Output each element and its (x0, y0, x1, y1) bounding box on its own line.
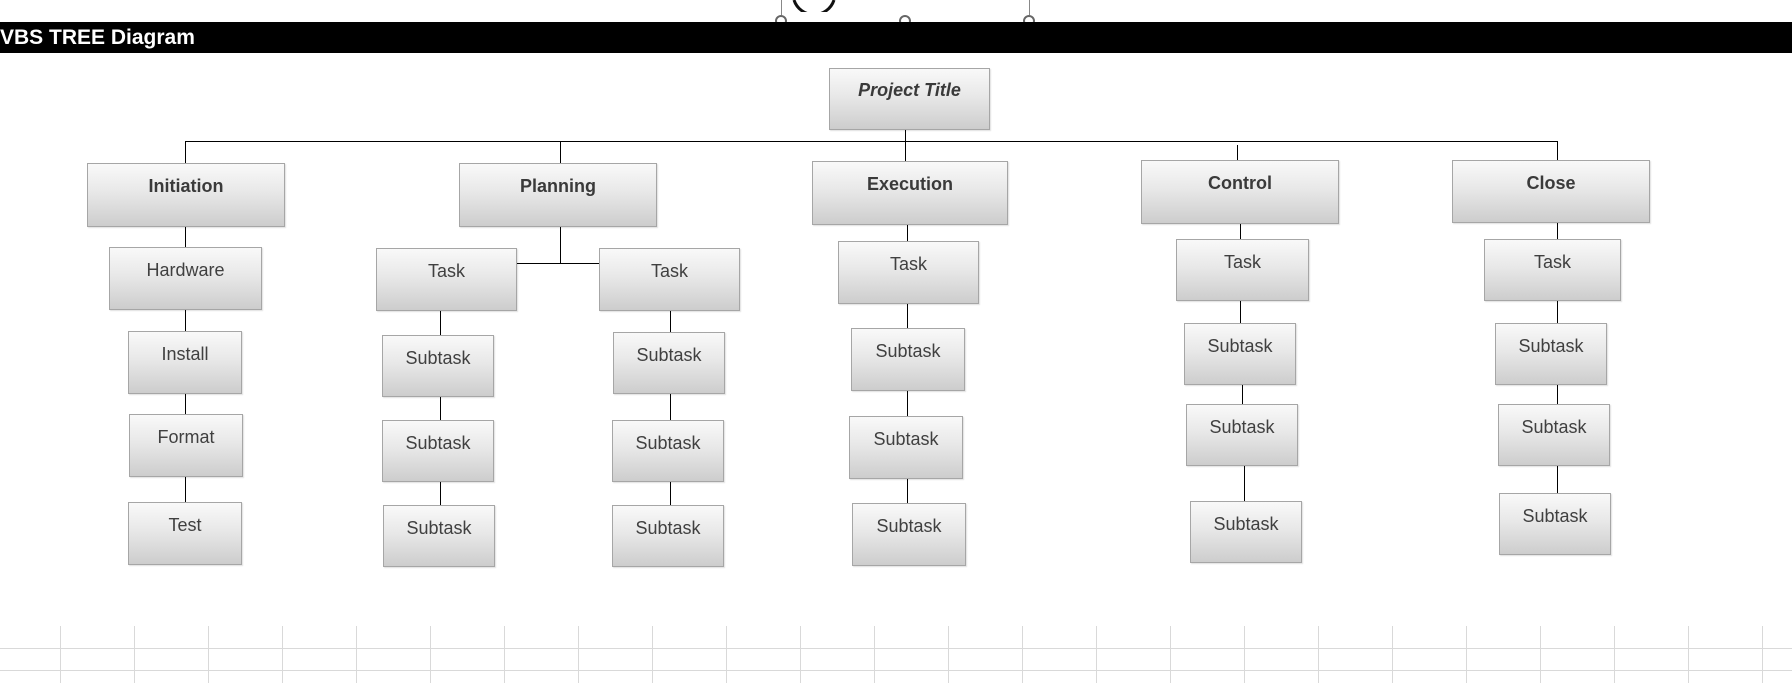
node-label: Hardware (146, 260, 225, 280)
node-label: Subtask (1207, 336, 1273, 356)
connector (670, 311, 671, 332)
node-task[interactable]: Task (376, 248, 517, 311)
connector (440, 482, 441, 505)
node-subtask[interactable]: Subtask (382, 420, 494, 482)
node-label: Task (427, 261, 465, 281)
connector-planning (560, 141, 561, 163)
connector (1557, 466, 1558, 493)
selection-frame-right-edge (1029, 0, 1030, 15)
diagram-title: VBS TREE Diagram (0, 26, 195, 49)
node-label: Subtask (876, 516, 942, 536)
connector (1240, 224, 1241, 239)
node-label: Subtask (635, 518, 701, 538)
connector (1244, 466, 1245, 501)
node-label: Subtask (405, 433, 471, 453)
node-subtask[interactable]: Subtask (612, 420, 724, 482)
phase-label: Execution (866, 174, 954, 194)
spreadsheet-gridlines (0, 626, 1792, 683)
phase-label: Planning (520, 176, 596, 196)
node-subtask[interactable]: Subtask (1190, 501, 1302, 563)
connector (440, 397, 441, 420)
connector (1557, 223, 1558, 239)
connector (185, 227, 186, 247)
node-hardware[interactable]: Hardware (109, 247, 262, 310)
connector (560, 227, 561, 263)
node-label: Subtask (635, 433, 701, 453)
node-label: Task (1533, 252, 1571, 272)
phase-execution[interactable]: Execution (812, 161, 1008, 225)
connector (907, 225, 908, 241)
node-label: Subtask (1521, 417, 1587, 437)
node-label: Subtask (1518, 336, 1584, 356)
node-label: Task (1223, 252, 1261, 272)
node-task[interactable]: Task (1176, 239, 1309, 301)
connector (185, 394, 186, 414)
node-subtask[interactable]: Subtask (1186, 404, 1298, 466)
node-label: Subtask (636, 345, 702, 365)
phase-label: Control (1208, 173, 1272, 193)
node-label: Subtask (875, 341, 941, 361)
node-subtask[interactable]: Subtask (1499, 493, 1611, 555)
planning-task-bus (516, 263, 600, 264)
node-task[interactable]: Task (1484, 239, 1621, 301)
node-subtask[interactable]: Subtask (612, 505, 724, 567)
phase-close[interactable]: Close (1452, 160, 1650, 223)
root-label: Project Title (858, 80, 961, 100)
connector-close (1557, 141, 1558, 160)
connector (440, 311, 441, 335)
node-install[interactable]: Install (128, 331, 242, 394)
node-test[interactable]: Test (128, 502, 242, 565)
phase-label: Close (1526, 173, 1576, 193)
connector (1242, 385, 1243, 404)
title-bar: VBS TREE Diagram (0, 22, 1792, 53)
node-label: Subtask (1209, 417, 1275, 437)
node-format[interactable]: Format (129, 414, 243, 477)
connector (907, 304, 908, 328)
connector (907, 391, 908, 416)
node-label: Format (157, 427, 215, 447)
phase-bus-connector (185, 141, 1558, 142)
node-label: Subtask (1213, 514, 1279, 534)
phase-control[interactable]: Control (1141, 160, 1339, 224)
node-task[interactable]: Task (838, 241, 979, 304)
connector (1240, 301, 1241, 323)
phase-initiation[interactable]: Initiation (87, 163, 285, 227)
node-subtask[interactable]: Subtask (849, 416, 963, 479)
connector (907, 479, 908, 503)
node-subtask[interactable]: Subtask (851, 328, 965, 391)
node-subtask[interactable]: Subtask (1184, 323, 1296, 385)
connector (185, 310, 186, 331)
node-subtask[interactable]: Subtask (1498, 404, 1610, 466)
connector-initiation (185, 141, 186, 163)
root-down-connector (905, 130, 906, 142)
node-label: Install (161, 344, 209, 364)
node-label: Task (650, 261, 688, 281)
node-subtask[interactable]: Subtask (613, 332, 725, 394)
phase-label: Initiation (148, 176, 224, 196)
node-label: Subtask (1522, 506, 1588, 526)
node-subtask[interactable]: Subtask (1495, 323, 1607, 385)
node-label: Subtask (406, 518, 472, 538)
connector (1557, 301, 1558, 323)
connector (1557, 385, 1558, 404)
node-task[interactable]: Task (599, 248, 740, 311)
selection-frame-left-edge (781, 0, 782, 15)
connector (670, 394, 671, 420)
root-node[interactable]: Project Title (829, 68, 990, 130)
node-subtask[interactable]: Subtask (852, 503, 966, 566)
rotation-handle-icon[interactable] (790, 0, 840, 12)
node-subtask[interactable]: Subtask (382, 335, 494, 397)
connector-execution (905, 141, 906, 161)
connector (185, 477, 186, 502)
phase-planning[interactable]: Planning (459, 163, 657, 227)
connector-control (1237, 145, 1238, 161)
connector (670, 482, 671, 505)
node-label: Test (168, 515, 202, 535)
node-label: Subtask (405, 348, 471, 368)
node-label: Subtask (873, 429, 939, 449)
node-subtask[interactable]: Subtask (383, 505, 495, 567)
node-label: Task (889, 254, 927, 274)
